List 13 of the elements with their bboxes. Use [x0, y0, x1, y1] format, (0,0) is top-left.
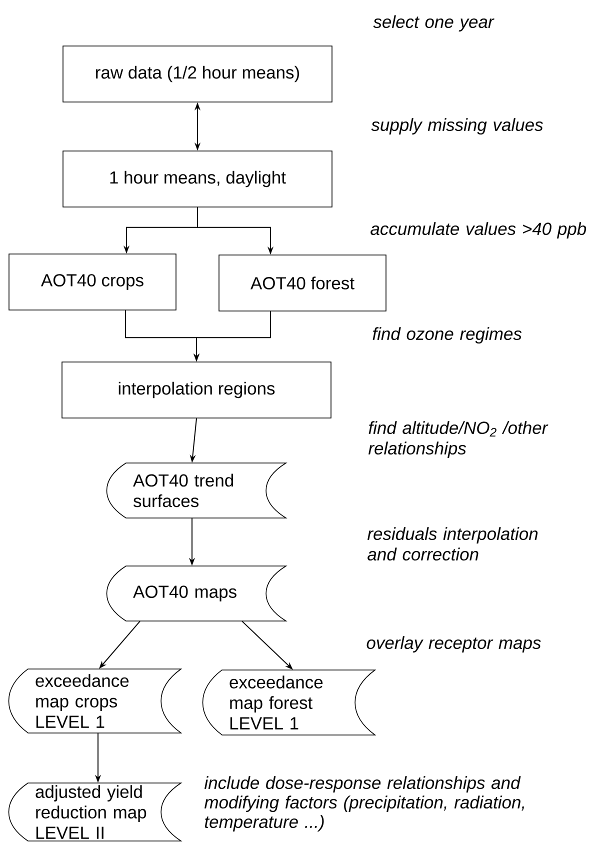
step-note: include dose-response relationships and modifying factors (precipitation, radiation, temperature ...) [204, 776, 524, 832]
step-note: overlay receptor maps [366, 636, 541, 652]
step-note: residuals interpolation and correction [368, 527, 538, 561]
process-box: AOT40 crops [8, 254, 176, 310]
step-note: find altitude/NO$_{2}$ /other relationships [368, 421, 548, 458]
process-box: interpolation regions [62, 362, 332, 418]
step-note: supply missing values [371, 118, 543, 135]
step-note: find ozone regimes [372, 327, 522, 344]
process-box: raw data (1/2 hour means) [62, 46, 332, 102]
process-box: 1 hour means, daylight [62, 150, 332, 208]
process-box: AOT40 forest [218, 254, 386, 312]
step-note: accumulate values >40 ppb [370, 222, 586, 239]
step-note: select one year [373, 15, 494, 32]
